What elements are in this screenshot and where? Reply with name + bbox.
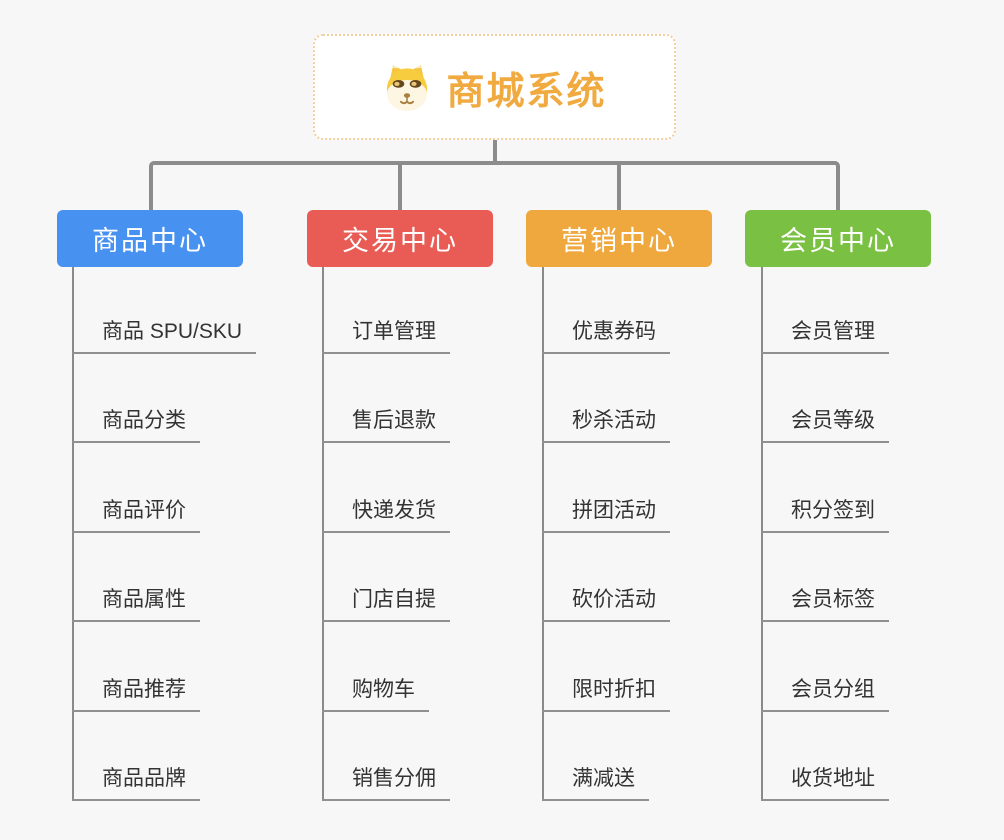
branch-member-center[interactable]: 会员中心 xyxy=(745,210,931,267)
trunk-line xyxy=(72,267,74,801)
leaf-item[interactable]: 会员管理 xyxy=(761,317,889,354)
leaf-item[interactable]: 收货地址 xyxy=(761,764,889,801)
trunk-line xyxy=(542,267,544,801)
leaf-item[interactable]: 商品 SPU/SKU xyxy=(72,317,257,354)
leaf-item[interactable]: 砍价活动 xyxy=(542,585,670,622)
leaf-item[interactable]: 商品推荐 xyxy=(72,675,200,712)
leaf-item[interactable]: 购物车 xyxy=(322,675,429,712)
dog-face-icon xyxy=(387,65,428,111)
leaf-item[interactable]: 限时折扣 xyxy=(542,675,670,712)
leaf-item[interactable]: 商品评价 xyxy=(72,496,200,533)
leaf-item[interactable]: 商品属性 xyxy=(72,585,200,622)
leaf-item[interactable]: 商品分类 xyxy=(72,406,200,443)
root-title: 商城系统 xyxy=(446,70,607,113)
leaf-item[interactable]: 积分签到 xyxy=(761,496,889,533)
root-connector-stub xyxy=(493,140,497,163)
branch-label: 会员中心 xyxy=(780,226,896,256)
leaf-item[interactable]: 门店自提 xyxy=(322,585,450,622)
branch-connector-bus xyxy=(149,161,840,210)
trunk-line xyxy=(761,267,763,801)
leaf-item[interactable]: 优惠券码 xyxy=(542,317,670,354)
leaf-item[interactable]: 会员分组 xyxy=(761,675,889,712)
leaf-item[interactable]: 售后退款 xyxy=(322,406,450,443)
branch-column-product: 商品 SPU/SKU 商品分类 商品评价 商品属性 商品推荐 商品品牌 xyxy=(72,267,312,807)
leaf-item[interactable]: 快递发货 xyxy=(322,496,450,533)
leaf-item[interactable]: 拼团活动 xyxy=(542,496,670,533)
connector-drop-marketing xyxy=(617,161,621,210)
leaf-item[interactable]: 销售分佣 xyxy=(322,764,450,801)
leaf-item[interactable]: 秒杀活动 xyxy=(542,406,670,443)
trunk-line xyxy=(322,267,324,801)
branch-column-trade: 订单管理 售后退款 快递发货 门店自提 购物车 销售分佣 xyxy=(322,267,562,807)
leaf-item[interactable]: 订单管理 xyxy=(322,317,450,354)
branch-column-marketing: 优惠券码 秒杀活动 拼团活动 砍价活动 限时折扣 满减送 xyxy=(542,267,782,807)
branch-product-center[interactable]: 商品中心 xyxy=(57,210,243,267)
branch-label: 商品中心 xyxy=(92,226,208,256)
branch-trade-center[interactable]: 交易中心 xyxy=(307,210,493,267)
leaf-item[interactable]: 会员标签 xyxy=(761,585,889,622)
connector-drop-trade xyxy=(398,161,402,210)
leaf-item[interactable]: 商品品牌 xyxy=(72,764,200,801)
branch-column-member: 会员管理 会员等级 积分签到 会员标签 会员分组 收货地址 xyxy=(761,267,1001,807)
leaf-item[interactable]: 会员等级 xyxy=(761,406,889,443)
root-node-mall-system[interactable]: 商城系统 xyxy=(313,34,676,140)
branch-marketing-center[interactable]: 营销中心 xyxy=(526,210,712,267)
leaf-item[interactable]: 满减送 xyxy=(542,764,649,801)
branch-label: 营销中心 xyxy=(561,226,677,256)
branch-label: 交易中心 xyxy=(342,226,458,256)
